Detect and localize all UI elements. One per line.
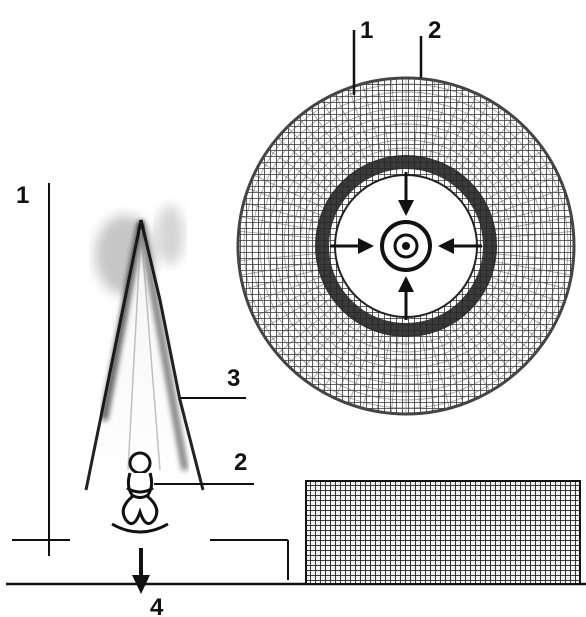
mesh-spoke <box>376 322 393 412</box>
mesh-spoke <box>432 319 464 405</box>
side-view-label-4: 4 <box>150 594 164 617</box>
mesh-spoke <box>460 126 526 192</box>
mesh-spoke <box>260 284 339 331</box>
mesh-spoke <box>247 188 333 220</box>
mesh-spoke <box>268 290 343 343</box>
mesh-spoke <box>260 161 339 208</box>
mesh-spoke <box>479 188 565 220</box>
mesh-spoke <box>243 202 331 227</box>
seated-figure <box>111 451 169 534</box>
top-view-label-2: 2 <box>428 17 441 44</box>
mesh-spoke <box>243 265 331 290</box>
mesh-spoke <box>455 305 515 375</box>
gridded-block <box>305 480 581 585</box>
mesh-spoke <box>465 295 535 355</box>
mesh-spoke <box>240 259 330 276</box>
mesh-ring <box>283 123 529 369</box>
mesh-spoke <box>482 216 572 233</box>
mesh-spoke <box>476 278 559 318</box>
mesh-ring <box>307 147 505 345</box>
mesh-spoke <box>450 309 503 384</box>
mesh-ring <box>259 99 553 393</box>
mesh-spoke <box>460 300 526 366</box>
mesh-spoke <box>412 323 422 414</box>
mesh-spoke <box>419 80 436 170</box>
mesh-spoke <box>334 93 374 176</box>
mesh-spoke <box>348 87 380 173</box>
mesh-spoke <box>362 83 387 171</box>
mesh-spoke <box>297 117 357 187</box>
mesh-spoke <box>321 313 368 392</box>
mesh-spoke <box>473 161 552 208</box>
mesh-spoke <box>390 323 400 414</box>
mesh-ring <box>251 91 561 401</box>
mesh-spoke <box>247 272 333 304</box>
mesh-spoke <box>240 216 330 233</box>
mesh-spoke <box>455 117 515 187</box>
mesh-spoke <box>425 83 450 171</box>
side-view-label-1: 1 <box>16 182 29 209</box>
mesh-spoke <box>481 265 569 290</box>
mesh-spoke <box>444 100 491 179</box>
mesh-spoke <box>481 202 569 227</box>
mesh-spoke <box>412 78 422 169</box>
top-view-leader-lines <box>352 30 423 95</box>
mesh-ring <box>267 107 545 385</box>
mesh-spoke <box>277 295 347 355</box>
mesh-spoke <box>432 87 464 173</box>
mesh-ring <box>299 139 513 353</box>
mesh-spoke <box>425 321 450 409</box>
mesh-spoke <box>465 137 535 197</box>
mesh-spoke <box>286 300 352 366</box>
mesh-spoke <box>438 93 478 176</box>
mesh-spoke <box>390 78 400 169</box>
mesh-spoke <box>469 290 544 343</box>
pyramid-cone <box>84 219 205 491</box>
mesh-spoke <box>444 313 491 392</box>
mesh-spoke <box>419 322 436 412</box>
mesh-spoke <box>362 321 387 409</box>
mesh-spoke <box>309 108 362 183</box>
mesh-spoke <box>286 126 352 192</box>
mesh-spoke <box>238 252 329 262</box>
mesh-spoke <box>334 316 374 399</box>
downward-arrow <box>132 548 150 594</box>
mesh-spoke <box>476 174 559 214</box>
top-view-center-target <box>380 220 432 272</box>
side-view-ground-ticks <box>12 539 289 580</box>
mesh-spoke <box>253 174 336 214</box>
mesh-spoke <box>297 305 357 375</box>
mesh-spoke <box>321 100 368 179</box>
mesh-spoke <box>473 284 552 331</box>
mesh-ring <box>243 83 569 409</box>
mesh-spoke <box>450 108 503 183</box>
mesh-spoke <box>348 319 380 405</box>
top-view-inward-arrows <box>330 172 482 320</box>
mesh-spoke <box>483 252 574 262</box>
side-view-label-2: 2 <box>234 449 247 476</box>
mesh-spoke <box>438 316 478 399</box>
mesh-spoke <box>309 309 362 384</box>
mesh-spoke <box>268 149 343 202</box>
mesh-spoke <box>482 259 572 276</box>
mesh-spoke <box>376 80 393 170</box>
side-view-label-3: 3 <box>227 365 240 392</box>
mesh-spoke <box>253 278 336 318</box>
top-view-label-1: 1 <box>360 17 373 44</box>
mesh-spoke <box>277 137 347 197</box>
mesh-spoke <box>469 149 544 202</box>
mesh-ring <box>291 131 521 361</box>
mesh-spoke <box>483 230 574 240</box>
mesh-spoke <box>238 230 329 240</box>
mesh-spoke <box>479 272 565 304</box>
mesh-ring <box>275 115 537 377</box>
